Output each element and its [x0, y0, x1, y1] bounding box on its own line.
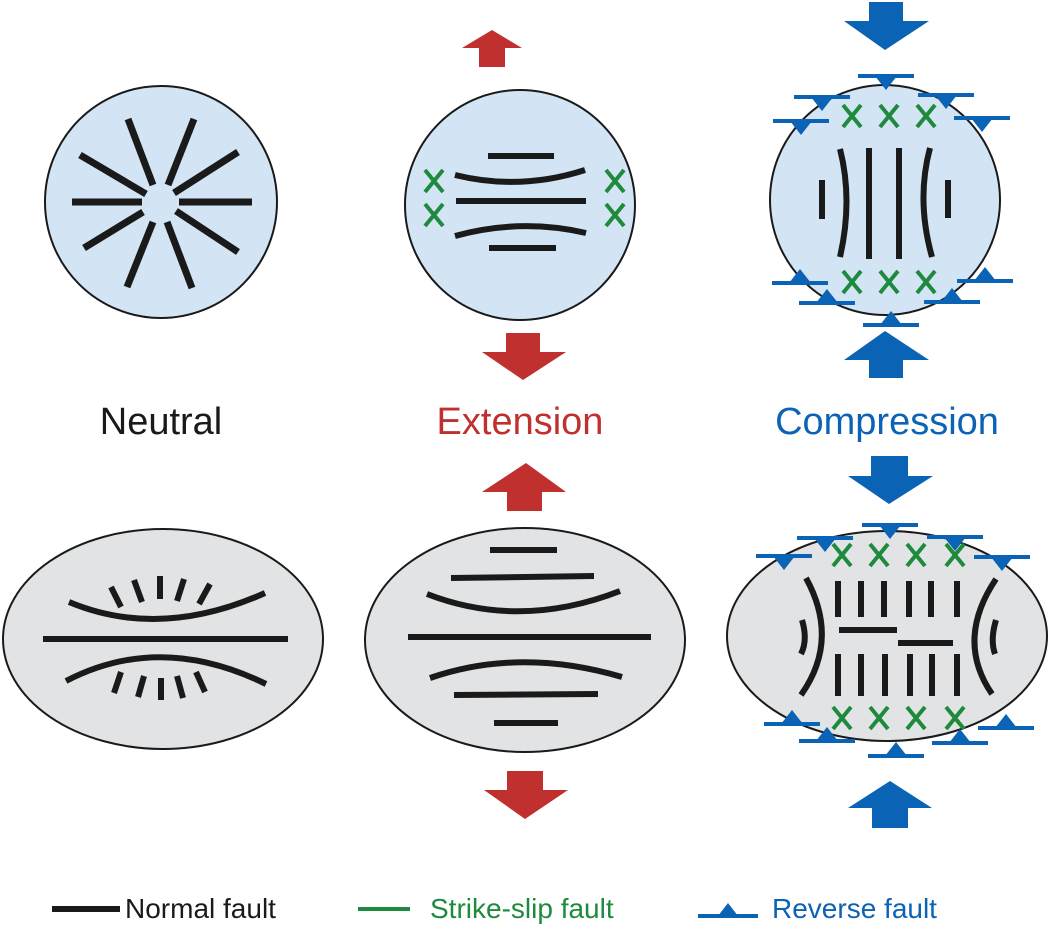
extension-arrow-down-icon-2 [484, 771, 568, 819]
compression-ellipse-normal-faults [798, 576, 999, 697]
extension-ellipse-normal-faults [408, 547, 651, 726]
compression-arrow-down-icon-2 [848, 456, 933, 504]
compression-normal-faults [819, 147, 951, 259]
extension-label: Extension [437, 401, 604, 443]
neutral-label: Neutral [100, 401, 223, 443]
neutral-circle-panel [44, 85, 278, 319]
extension-ellipse-panel [364, 463, 686, 819]
extension-arrow-up-icon-2 [482, 463, 566, 511]
extension-arrow-up-icon [462, 30, 522, 67]
legend-normal-fault-label: Normal fault [125, 893, 276, 924]
compression-circle-panel [769, 2, 1015, 378]
legend: Normal fault Strike-slip fault Reverse f… [52, 893, 937, 924]
compression-arrow-up-icon-2 [848, 781, 932, 828]
neutral-ellipse-panel [2, 528, 324, 750]
compression-arrow-down-icon [844, 2, 929, 50]
radial-normal-faults [72, 117, 252, 290]
extension-arrow-down-icon [482, 333, 566, 380]
compression-arrow-up-icon [844, 331, 929, 378]
extension-normal-faults [454, 153, 587, 251]
extension-circle-panel [404, 30, 636, 380]
compression-ellipse-panel [726, 456, 1048, 828]
reverse-fault-legend-icon [698, 903, 758, 918]
neutral-ellipse-normal-faults [43, 576, 288, 700]
compression-label: Compression [775, 401, 999, 443]
legend-strike-slip-fault-label: Strike-slip fault [430, 893, 614, 924]
legend-reverse-fault-label: Reverse fault [772, 893, 937, 924]
